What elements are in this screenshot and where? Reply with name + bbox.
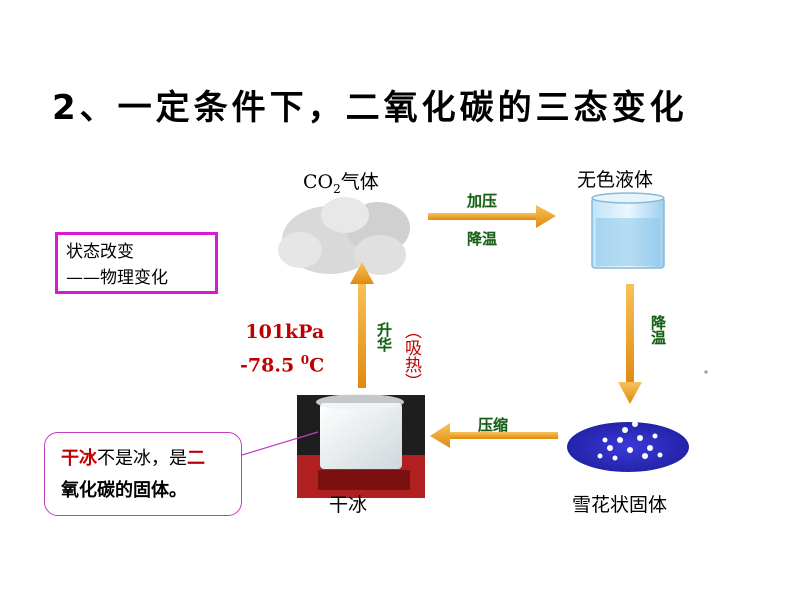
callout-dry-ice: 干冰 <box>61 448 97 469</box>
label-liquid: 无色液体 <box>577 169 654 191</box>
condition-pressure: 101kPa <box>245 321 325 343</box>
label-dry-ice: 干冰 <box>329 494 368 516</box>
arrow-text-cool-down: 降温 <box>649 315 667 345</box>
state-box-line1: 状态改变 <box>66 242 134 262</box>
callout-two: 二 <box>187 448 205 469</box>
co2-cloud-icon <box>278 197 410 275</box>
snow-solid-icon <box>567 415 689 472</box>
arrow-text-pressurize: 加压 <box>467 192 498 210</box>
dry-ice-icon <box>297 394 425 498</box>
state-box-line2: ——物理变化 <box>66 268 168 288</box>
dry-ice-callout: 干冰不是冰，是二 氧化碳的固体。 <box>44 432 242 516</box>
speck <box>704 370 708 374</box>
callout-not-ice: 不是冰，是 <box>97 448 187 469</box>
arrow-dryice-to-gas <box>350 262 374 388</box>
beaker-icon <box>591 192 665 269</box>
arrow-gas-to-liquid <box>428 205 556 228</box>
label-co2-gas: CO2气体 <box>303 171 379 196</box>
conditions: 101kPa -78.5 0C <box>240 318 324 379</box>
label-snow-solid: 雪花状固体 <box>572 494 668 516</box>
state-change-box: 状态改变 ——物理变化 <box>55 232 218 294</box>
callout-solid-co2: 氧化碳的固体。 <box>61 480 187 501</box>
page-title: 2、一定条件下，二氧化碳的三态变化 <box>52 88 688 128</box>
callout-pointer <box>241 431 319 456</box>
condition-temperature: -78.5 0C <box>240 353 325 377</box>
arrow-text-compress: 压缩 <box>478 416 509 434</box>
arrow-liquid-to-snow <box>618 284 642 404</box>
arrow-text-cool: 降温 <box>467 230 498 248</box>
absorb-heat-text: （吸热） <box>401 322 421 390</box>
arrow-text-sublimation: 升华 <box>375 322 393 352</box>
arrow-snow-to-dryice <box>430 423 558 448</box>
